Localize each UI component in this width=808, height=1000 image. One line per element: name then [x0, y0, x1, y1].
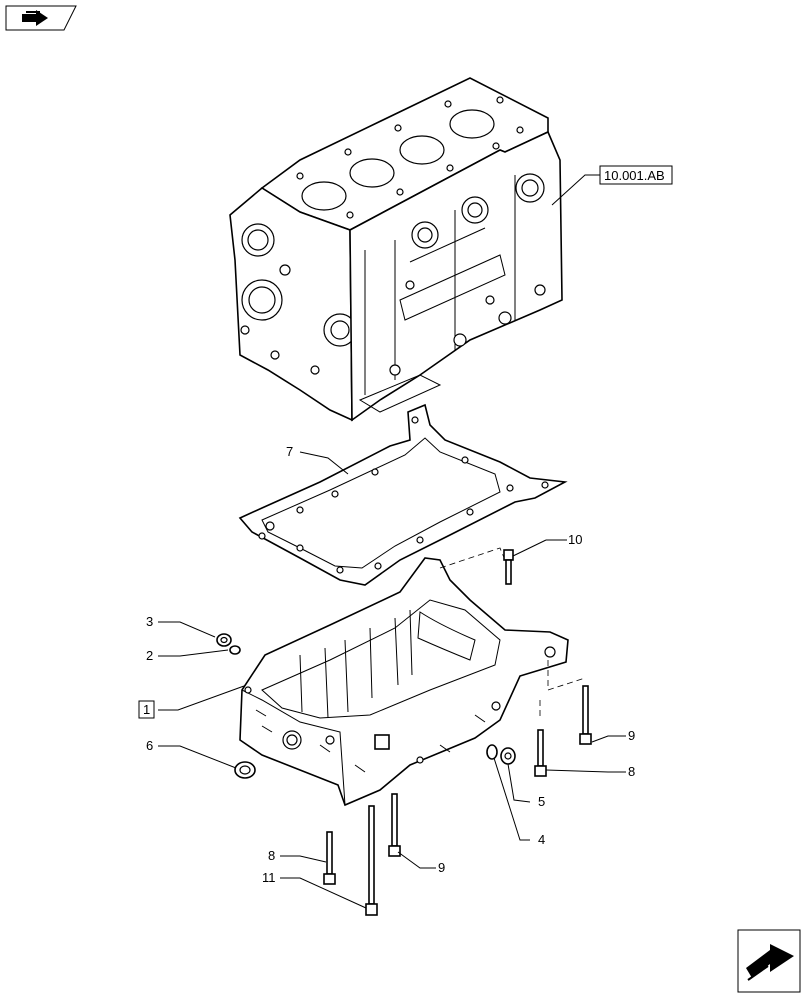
oil-pan-gasket [238, 403, 568, 586]
oil-pan [239, 557, 569, 807]
callout-8-bottom: 8 [268, 848, 275, 863]
bolt-9-bottom [388, 793, 401, 857]
next-page-button[interactable] [737, 929, 801, 993]
callout-7: 7 [286, 444, 293, 459]
bolt-11-long [365, 805, 378, 916]
seal-ring-4 [486, 744, 498, 760]
prev-page-icon [22, 10, 48, 26]
callout-1: 1 [143, 702, 150, 717]
bolt-8-right [534, 729, 547, 777]
callout-6: 6 [146, 738, 153, 753]
washer-2 [229, 645, 241, 655]
callout-9-right: 9 [628, 728, 635, 743]
next-page-icon [746, 944, 794, 981]
plug-3 [216, 633, 232, 647]
reference-tag[interactable]: 10.001.AB [599, 165, 673, 185]
callout-4: 4 [538, 832, 545, 847]
drain-plug-5 [500, 747, 516, 765]
bolt-9-right [579, 685, 592, 745]
callout-5: 5 [538, 794, 545, 809]
callout-2: 2 [146, 648, 153, 663]
callout-1-box[interactable]: 1 [138, 700, 155, 719]
callout-3: 3 [146, 614, 153, 629]
bolt-8-bottom [323, 831, 336, 885]
bolt-10 [503, 549, 514, 585]
engine-block [229, 77, 563, 422]
cap-6 [234, 761, 256, 779]
callout-11: 11 [262, 870, 276, 885]
prev-page-button[interactable] [5, 5, 77, 31]
callout-10: 10 [568, 532, 582, 547]
reference-label: 10.001.AB [604, 168, 665, 183]
callout-8-right: 8 [628, 764, 635, 779]
callout-9-bottom: 9 [438, 860, 445, 875]
